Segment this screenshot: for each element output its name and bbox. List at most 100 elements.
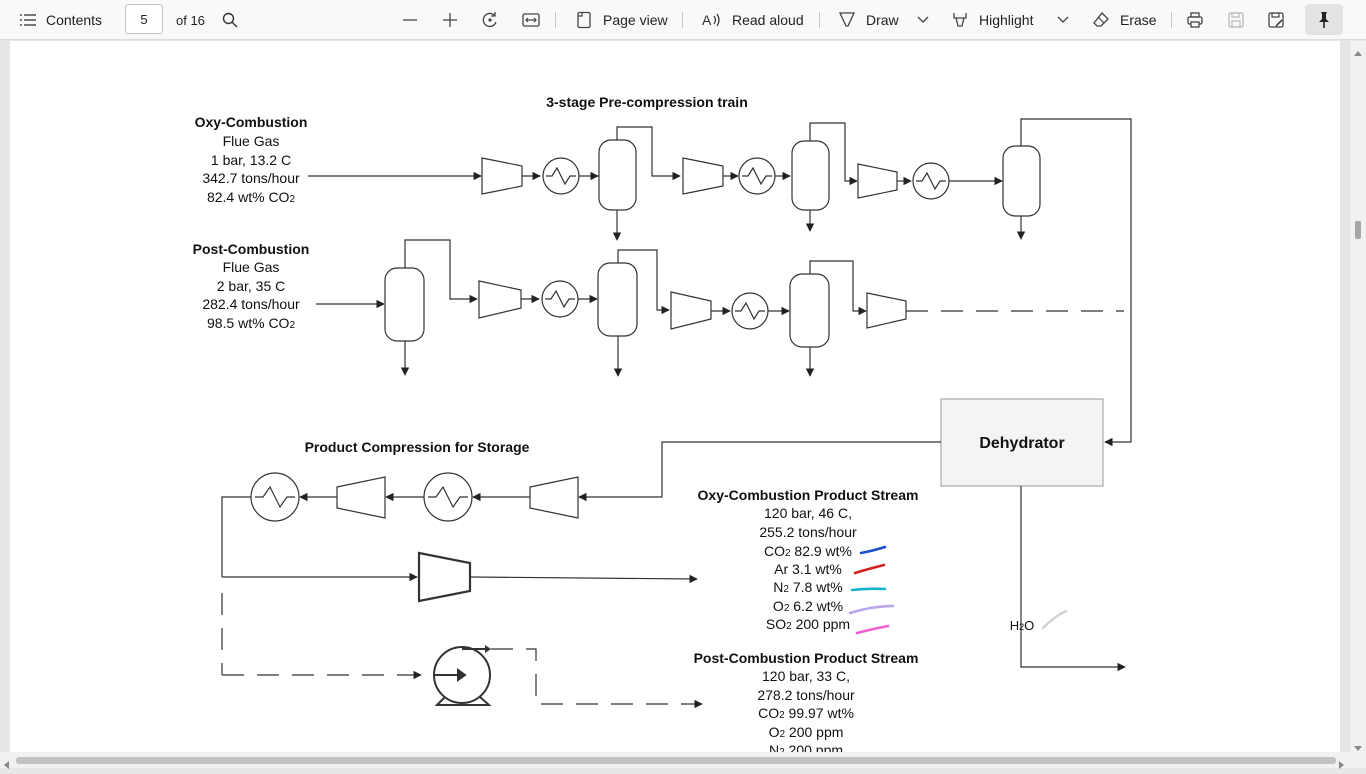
post-product-o2: O2 200 ppm (769, 724, 844, 740)
draw-label: Draw (866, 12, 899, 28)
zoom-out-button[interactable] (402, 0, 418, 40)
separator-vessel (789, 273, 830, 348)
horizontal-scrollbar[interactable] (0, 752, 1366, 769)
pdf-toolbar: Contents 5 of 16 Page view A Read aloud … (0, 0, 1366, 40)
page-total-label: of 16 (176, 12, 205, 28)
read-aloud-button[interactable]: A Read aloud (702, 0, 804, 40)
product-compression-title: Product Compression for Storage (305, 439, 530, 455)
post-product-line2: 278.2 tons/hour (757, 687, 855, 703)
separator-vessel (791, 140, 830, 211)
post-feed-line3: 282.4 tons/hour (202, 296, 300, 312)
oxy-precompression-train (308, 118, 1132, 447)
highlight-options-dropdown[interactable] (1057, 0, 1069, 40)
compressor-icon (670, 291, 712, 330)
water-outlet-line (1020, 486, 1126, 672)
list-icon (20, 13, 36, 27)
read-aloud-label: Read aloud (732, 12, 804, 28)
pin-icon (1316, 11, 1332, 34)
scroll-up-arrow-icon[interactable] (1354, 43, 1362, 61)
highlight-button[interactable]: Highlight (951, 0, 1033, 40)
highlighter-icon (951, 11, 969, 29)
oxy-feed-line3: 342.7 tons/hour (202, 170, 300, 186)
dehydrator-box (940, 398, 1104, 487)
page-view-button[interactable]: Page view (575, 0, 668, 40)
ink-stroke-co2 (859, 545, 887, 555)
fit-width-button[interactable] (522, 0, 540, 40)
vertical-scrollbar[interactable] (1350, 41, 1366, 752)
oxy-feed-label: Oxy-Combustion Flue Gas 1 bar, 13.2 C 34… (195, 114, 308, 205)
document-viewport[interactable]: 3-stage Pre-compression train Oxy-Combus… (0, 41, 1350, 752)
oxy-product-stream: Oxy-Combustion Product Stream 120 bar, 4… (698, 487, 919, 632)
oxy-product-line2: 255.2 tons/hour (759, 524, 857, 540)
plus-icon (442, 12, 458, 28)
minus-icon (402, 12, 418, 28)
oxy-product-line1: 120 bar, 46 C, (764, 505, 852, 521)
draw-button[interactable]: Draw (838, 0, 899, 40)
page-view-label: Page view (603, 12, 668, 28)
printer-icon (1186, 11, 1204, 29)
compressor-icon (481, 157, 523, 195)
post-feed-line1: Flue Gas (223, 259, 280, 275)
oxy-product-so2: SO2 200 ppm (766, 616, 850, 632)
separator-vessel (384, 267, 425, 342)
scroll-right-arrow-icon[interactable] (1339, 756, 1345, 774)
ink-stroke-n2 (850, 587, 887, 592)
print-button[interactable] (1186, 0, 1204, 40)
rotate-button[interactable] (481, 0, 499, 40)
scroll-left-arrow-icon[interactable] (3, 756, 9, 774)
save-disk-icon (1227, 11, 1245, 29)
compressor-icon (529, 476, 579, 519)
separator-vessel (1002, 145, 1041, 217)
post-product-title: Post-Combustion Product Stream (694, 650, 919, 666)
eraser-icon (1092, 11, 1110, 29)
search-button[interactable] (222, 0, 238, 40)
oxy-feed-line4: 82.4 wt% CO2 (207, 189, 295, 205)
post-feed-line2: 2 bar, 35 C (217, 278, 286, 294)
post-feed-title: Post-Combustion (193, 241, 310, 257)
save-as-button[interactable] (1267, 0, 1285, 40)
contents-button[interactable]: Contents (20, 0, 102, 40)
precompression-title: 3-stage Pre-compression train (546, 94, 748, 110)
search-icon (222, 12, 238, 28)
post-product-n2: N2 200 ppm (769, 742, 843, 752)
post-product-stream: Post-Combustion Product Stream 120 bar, … (694, 650, 919, 752)
oxy-product-n2: N2 7.8 wt% (773, 579, 842, 595)
post-product-co2: CO2 99.97 wt% (758, 705, 854, 721)
save-button[interactable] (1227, 0, 1245, 40)
post-precompression-train (316, 239, 1124, 377)
pump-icon (433, 645, 492, 706)
pdf-page: 3-stage Pre-compression train Oxy-Combus… (10, 41, 1340, 752)
highlight-label: Highlight (979, 12, 1034, 28)
vertical-scroll-thumb[interactable] (1355, 221, 1361, 239)
compressor-icon (857, 163, 898, 199)
oxy-product-co2: CO2 82.9 wt% (764, 543, 852, 559)
oxy-product-title: Oxy-Combustion Product Stream (698, 487, 919, 503)
page-number-input[interactable]: 5 (125, 4, 163, 34)
ink-annotations (848, 545, 895, 635)
zoom-in-button[interactable] (442, 0, 458, 40)
chevron-down-icon (1057, 16, 1069, 24)
erase-button[interactable]: Erase (1092, 0, 1157, 40)
product-compression-train (221, 441, 941, 680)
page-view-icon (575, 11, 593, 29)
horizontal-scroll-thumb[interactable] (16, 757, 1336, 764)
oxy-feed-title: Oxy-Combustion (195, 114, 308, 130)
pin-toolbar-button[interactable] (1305, 4, 1343, 35)
draw-options-dropdown[interactable] (917, 0, 929, 40)
fit-width-icon (522, 12, 540, 28)
erase-label: Erase (1120, 12, 1157, 28)
contents-label: Contents (46, 12, 103, 28)
rotate-icon (481, 11, 499, 29)
save-as-icon (1267, 11, 1285, 29)
scroll-down-arrow-icon[interactable] (1354, 739, 1362, 757)
oxy-feed-line1: Flue Gas (223, 133, 280, 149)
draw-pen-icon (838, 11, 856, 29)
ink-stroke-so2 (855, 624, 890, 635)
separator-vessel (597, 262, 638, 337)
separator-vessel (598, 139, 637, 211)
compressor-icon (866, 292, 907, 329)
compressor-icon (417, 551, 472, 603)
process-flow-diagram: 3-stage Pre-compression train Oxy-Combus… (193, 94, 1132, 752)
post-feed-line4: 98.5 wt% CO2 (207, 315, 295, 331)
dehydrator-label: Dehydrator (979, 435, 1064, 452)
